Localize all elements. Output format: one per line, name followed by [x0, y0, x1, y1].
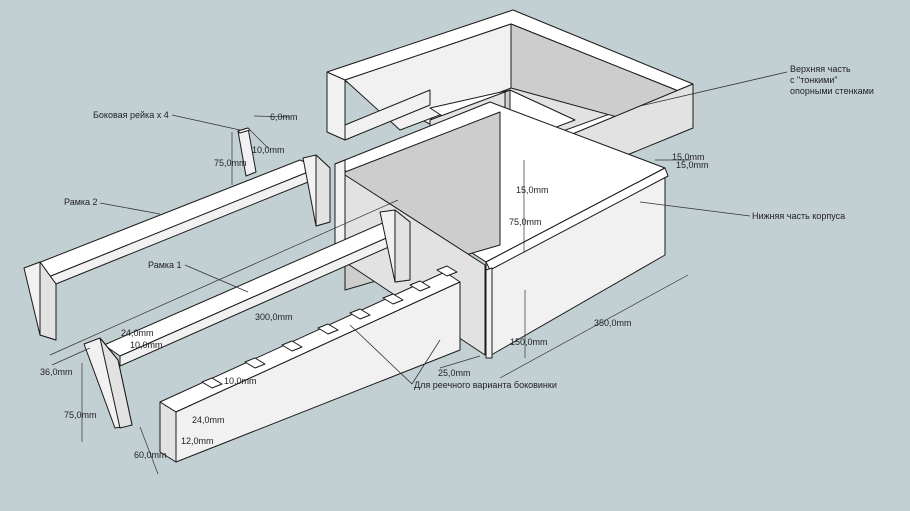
dim-75mm-frame: 75,0mm: [64, 410, 97, 420]
dim-15mm-b: 15,0mm: [676, 160, 709, 170]
frame-2: [23, 154, 331, 341]
dim-12mm: 12,0mm: [181, 436, 214, 446]
dim-10mm-rack: 10,0mm: [224, 376, 257, 386]
dim-36mm: 36,0mm: [40, 367, 73, 377]
dim-25mm: 25,0mm: [438, 368, 471, 378]
dim-15mm-a: 15,0mm: [672, 152, 705, 162]
dimension-lines: [49, 115, 690, 475]
dim-350mm: 350,0mm: [594, 318, 632, 328]
dim-24mm-frame: 24,0mm: [121, 328, 154, 338]
label-rack-variant: Для реечного варианта боковинки: [414, 380, 557, 390]
dim-300mm: 300,0mm: [255, 312, 293, 322]
label-frame-1: Рамка 1: [148, 260, 182, 270]
dim-10mm-frame: 10,0mm: [130, 340, 163, 350]
dim-6mm: 6,0mm: [270, 112, 298, 122]
label-top-part-2: с "тонкими": [790, 75, 838, 85]
leader-lines: [99, 71, 788, 385]
label-top-part-3: опорными стенками: [790, 86, 874, 96]
dim-60mm: 60,0mm: [134, 450, 167, 460]
dim-75mm-box: 75,0mm: [509, 217, 542, 227]
label-top-part-1: Верхняя часть: [790, 64, 851, 74]
dim-150mm: 150,0mm: [510, 337, 548, 347]
dim-75mm-rail: 75,0mm: [214, 158, 247, 168]
label-side-rail: Боковая рейка х 4: [93, 110, 169, 120]
dim-15mm-c: 15,0mm: [516, 185, 549, 195]
label-frame-2: Рамка 2: [64, 197, 98, 207]
label-bottom-part: Нижняя часть корпуса: [752, 211, 845, 221]
dim-24mm-rack: 24,0mm: [192, 415, 225, 425]
frame-1: [83, 209, 411, 429]
rack-side-board: [159, 265, 461, 463]
dim-10mm-rail: 10,0mm: [252, 145, 285, 155]
